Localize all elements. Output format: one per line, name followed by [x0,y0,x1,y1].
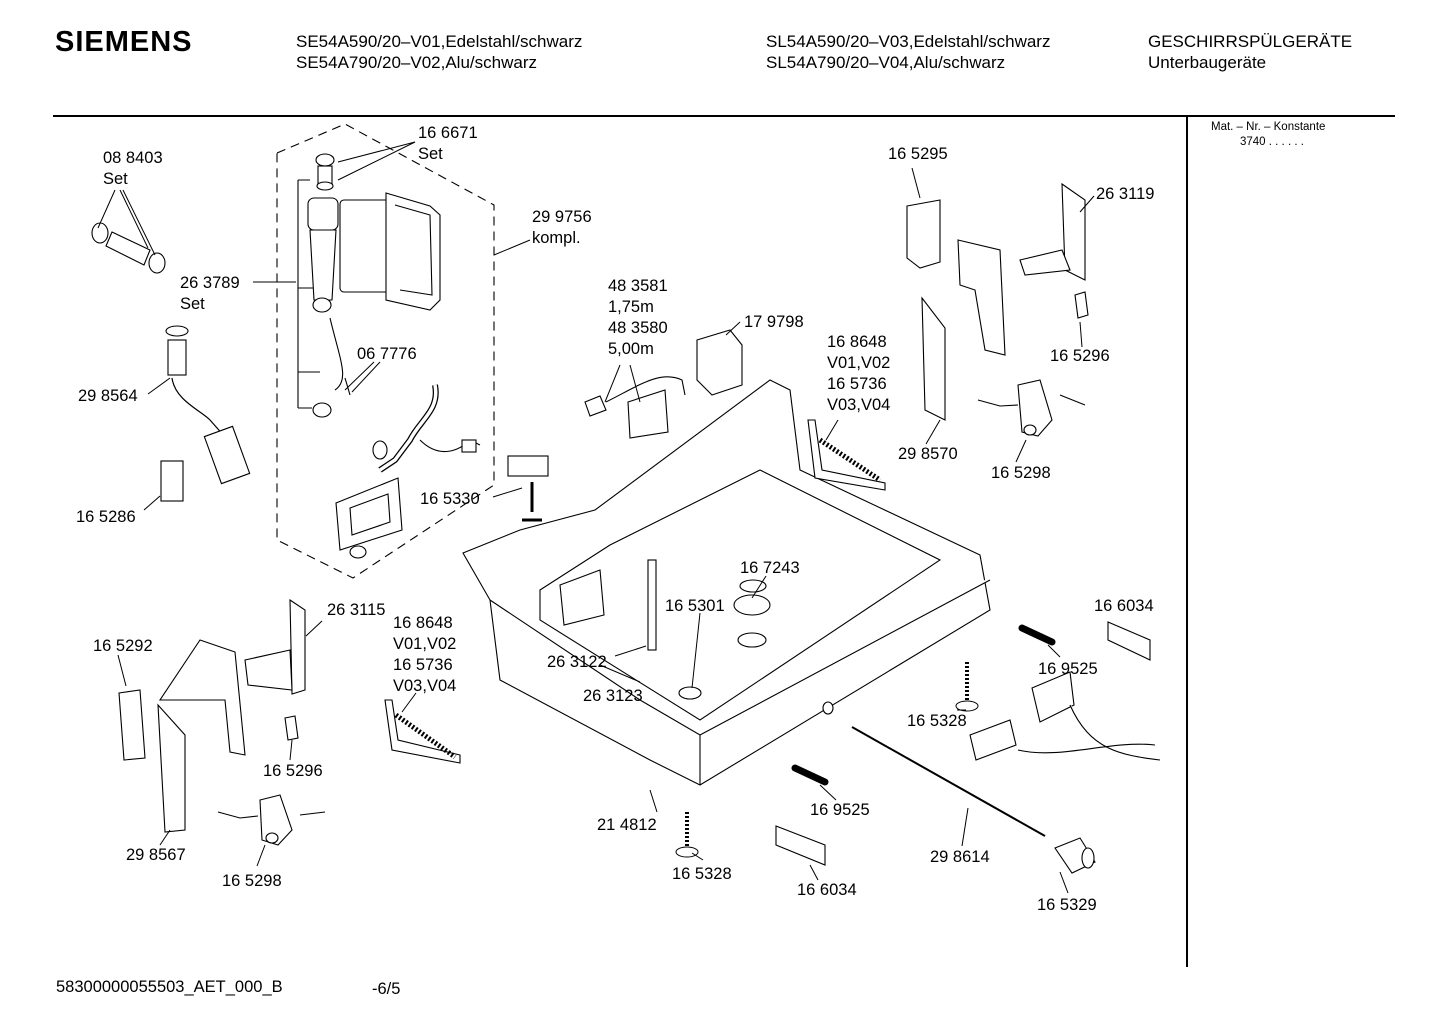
right-bracket-group [906,182,1089,421]
part-label: 16 8648 [393,614,453,632]
part-label: 16 5296 [263,762,323,780]
part-label: 16 5286 [76,508,136,526]
part-label: 1,75m [608,298,654,316]
leveling-foot-right [955,662,979,712]
part-label: 16 5301 [665,597,725,615]
part-label: 48 3580 [608,319,668,337]
part-label: 16 6671 [418,124,478,142]
door-spring-left [384,699,461,764]
part-label: 16 5329 [1037,896,1097,914]
part-label: 29 8570 [898,445,958,463]
part-label: 48 3581 [608,277,668,295]
part-label: 5,00m [608,340,654,358]
aquastop-box [696,329,743,396]
part-label: 29 8614 [930,848,990,866]
part-label: 16 6034 [1094,597,1154,615]
page-number: -6/5 [372,980,401,998]
model-line-4: SL54A790/20–V04,Alu/schwarz [766,53,1006,72]
fitting-part [315,153,335,191]
part-label: 08 8403 [103,149,163,167]
category-subtitle: Unterbaugeräte [1148,53,1267,72]
part-label: Set [103,170,128,188]
clip-part [160,460,184,502]
part-label: 26 3115 [327,601,386,619]
header-divider [53,115,1395,117]
part-label: 16 9525 [1038,660,1098,678]
part-label: V03,V04 [393,677,457,695]
screw-169525-right [1018,624,1056,646]
part-label: 29 9756 [532,208,592,226]
door-hinge-left [217,794,326,846]
part-label: kompl. [532,229,581,247]
screw-169525-bottom [791,764,829,786]
sidebar-divider [1186,115,1188,967]
document-id: 58300000055503_AET_000_B [56,978,283,996]
seal-ring [739,579,767,593]
model-line-1: SE54A590/20–V01,Edelstahl/schwarz [296,32,583,51]
part-label: 16 5295 [888,145,948,163]
model-line-3: SL54A590/20–V03,Edelstahl/schwarz [766,32,1051,51]
part-label: Set [418,145,443,163]
part-label: 26 3119 [1096,185,1155,203]
part-label: 16 7243 [740,559,800,577]
coiled-hose [378,384,439,473]
door-hinge-right [977,379,1086,437]
part-label: 26 3789 [180,274,240,292]
valve-wire [329,317,351,396]
part-label: 17 9798 [744,313,804,331]
part-label: 16 8648 [827,333,887,351]
part-label: 16 5298 [991,464,1051,482]
valve-bracket [335,477,403,559]
part-label: 16 5296 [1050,347,1110,365]
mat-nr-value: 3740 . . . . . . [1240,136,1304,148]
part-label: 29 8564 [78,387,138,405]
connector-rail [775,621,1151,866]
part-label: 16 5328 [672,865,732,883]
part-label: 16 5736 [393,656,453,674]
part-label: 16 5328 [907,712,967,730]
corrugated-hose [165,325,251,485]
brand-logo: SIEMENS [55,26,193,58]
part-label: 16 6034 [797,881,857,899]
part-label: 26 3122 [547,653,607,671]
valve-assembly [307,192,441,418]
power-cable [584,376,686,439]
leveling-foot-bottom [675,812,699,858]
leader-lines [97,141,1095,894]
part-label: 21 4812 [597,816,657,834]
left-bracket-group [118,598,306,833]
wiring-harness [969,671,1161,761]
part-label: 29 8567 [126,846,186,864]
part-label: V03,V04 [827,396,891,414]
part-label: Set [180,295,205,313]
part-label: 16 5292 [93,637,153,655]
part-label: 16 9525 [810,801,870,819]
part-label: 26 3123 [583,687,643,705]
door-spring-right [807,419,886,491]
category-title: GESCHIRRSPÜLGERÄTE [1148,32,1353,51]
small-cover [507,455,549,477]
rod-298614 [851,726,1046,837]
mat-nr-label: Mat. – Nr. – Konstante [1211,121,1326,133]
screw-165330 [522,482,542,522]
part-label: 16 5298 [222,872,282,890]
part-label: V01,V02 [827,354,891,372]
float-part [1054,837,1096,874]
part-label: 16 5330 [420,490,480,508]
part-label: 06 7776 [357,345,417,363]
part-label: 16 5736 [827,375,887,393]
base-tub [462,379,991,786]
set-bracket [297,179,320,409]
model-line-2: SE54A790/20–V02,Alu/schwarz [296,53,537,72]
part-label: V01,V02 [393,635,457,653]
clamp-set [91,222,166,274]
